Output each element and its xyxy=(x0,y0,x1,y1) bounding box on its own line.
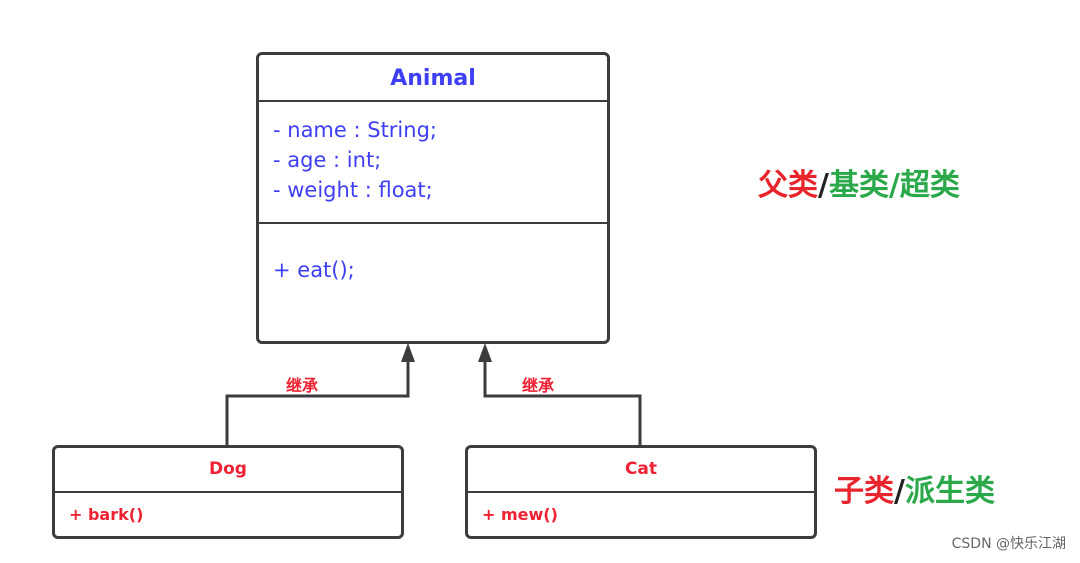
cat-inheritance-line xyxy=(483,360,642,446)
child-label-separator: / xyxy=(894,474,905,509)
dog-class-box: Dog + bark() xyxy=(52,445,404,539)
parent-class-label: 父类/基类/超类 xyxy=(758,160,960,204)
animal-name-divider xyxy=(259,100,607,102)
animal-attribute-weight: - weight : float; xyxy=(273,178,433,202)
dog-class-name: Dog xyxy=(209,459,247,479)
animal-method-eat: + eat(); xyxy=(273,258,355,282)
animal-methods-section: + eat(); xyxy=(259,255,607,285)
animal-attribute-age: - age : int; xyxy=(273,148,382,172)
animal-class-box: Animal - name : String; - age : int; - w… xyxy=(256,52,610,344)
dog-inheritance-arrowhead xyxy=(401,343,415,362)
cat-name-divider xyxy=(468,491,814,493)
parent-label-separator: / xyxy=(818,168,829,203)
cat-method-mew: + mew() xyxy=(482,505,558,524)
csdn-watermark: CSDN @快乐江湖 xyxy=(951,536,1066,552)
cat-inherit-label: 继承 xyxy=(522,376,555,395)
dog-method-bark: + bark() xyxy=(69,505,144,524)
dog-inheritance-line xyxy=(225,360,410,446)
animal-attributes-section: - name : String; - age : int; - weight :… xyxy=(259,115,607,205)
child-class-label: 子类/派生类 xyxy=(834,466,995,510)
child-label-part2: 派生类 xyxy=(904,474,995,509)
animal-attribute-name: - name : String; xyxy=(273,118,437,142)
parent-label-part1: 父类 xyxy=(758,168,818,203)
dog-inherit-label: 继承 xyxy=(286,376,319,395)
animal-attributes-divider xyxy=(259,222,607,224)
animal-class-name: Animal xyxy=(390,66,476,91)
cat-class-box: Cat + mew() xyxy=(465,445,817,539)
cat-class-name: Cat xyxy=(624,459,658,479)
dog-name-divider xyxy=(55,491,401,493)
cat-inheritance-arrowhead xyxy=(478,343,492,362)
child-label-part1: 子类 xyxy=(834,474,894,509)
parent-label-part2: 基类/超类 xyxy=(828,168,960,203)
